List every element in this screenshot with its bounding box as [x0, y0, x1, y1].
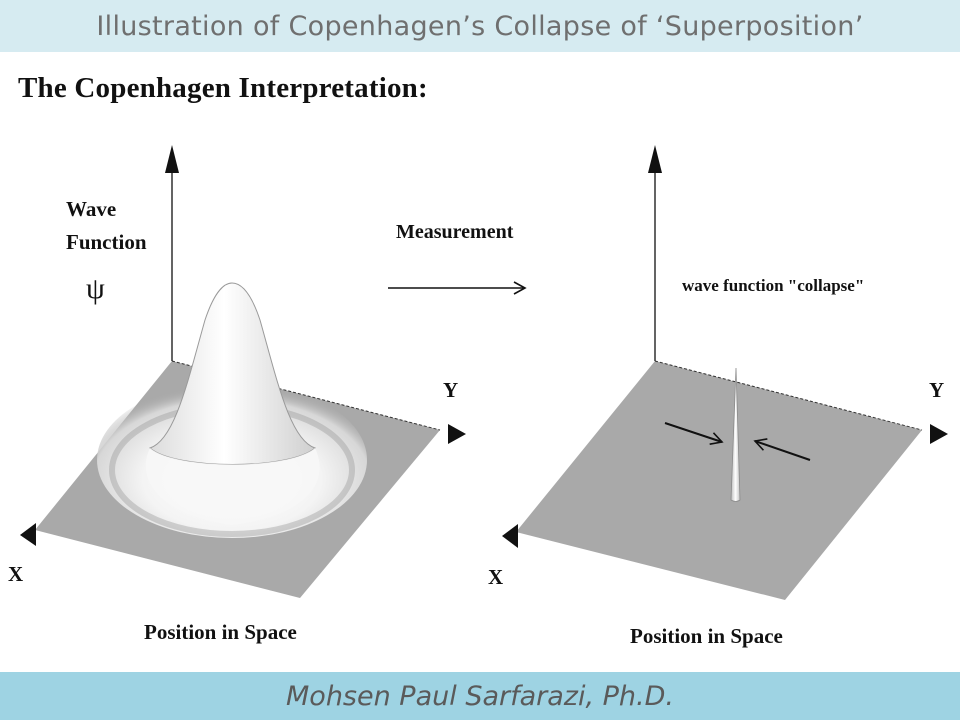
- right-y-axis-arrowhead: [930, 424, 948, 444]
- wave-function-front-mound: [145, 448, 320, 525]
- converging-arrow-left: [664, 422, 724, 446]
- psi-symbol: ψ: [86, 272, 105, 305]
- right-x-axis-arrowhead: [502, 524, 518, 548]
- collapse-annotation: wave function "collapse": [682, 276, 865, 295]
- right-z-axis-arrowhead: [648, 145, 662, 173]
- left-z-axis-arrowhead: [165, 145, 179, 173]
- right-panel-caption: Position in Space: [630, 624, 783, 648]
- slide-title-bar: Illustration of Copenhagen’s Collapse of…: [0, 0, 960, 52]
- measurement-label: Measurement: [396, 221, 514, 243]
- converging-arrow-right: [753, 438, 811, 461]
- left-x-axis-label: X: [8, 562, 24, 586]
- slide-title: Illustration of Copenhagen’s Collapse of…: [96, 10, 864, 42]
- left-y-axis-arrowhead: [448, 424, 466, 444]
- wave-label-line1: Wave: [66, 197, 117, 221]
- right-y-axis-label: Y: [929, 378, 945, 402]
- left-panel-caption: Position in Space: [144, 620, 297, 644]
- wave-function-axis-label: Wave Function: [66, 193, 147, 259]
- figure-heading: The Copenhagen Interpretation:: [18, 72, 428, 104]
- slide-footer-bar: Mohsen Paul Sarfarazi, Ph.D.: [0, 672, 960, 720]
- right-position-plane: [516, 361, 922, 600]
- right-panel: [502, 145, 948, 600]
- author-credit: Mohsen Paul Sarfarazi, Ph.D.: [286, 680, 674, 712]
- right-x-axis-label: X: [488, 565, 504, 589]
- left-panel: [20, 145, 466, 598]
- wave-label-line2: Function: [66, 230, 147, 254]
- left-x-axis-arrowhead: [20, 523, 36, 546]
- collapsed-wave-spike: [730, 367, 741, 502]
- right-plane-back-edge: [654, 360, 923, 431]
- left-y-axis-label: Y: [443, 378, 459, 402]
